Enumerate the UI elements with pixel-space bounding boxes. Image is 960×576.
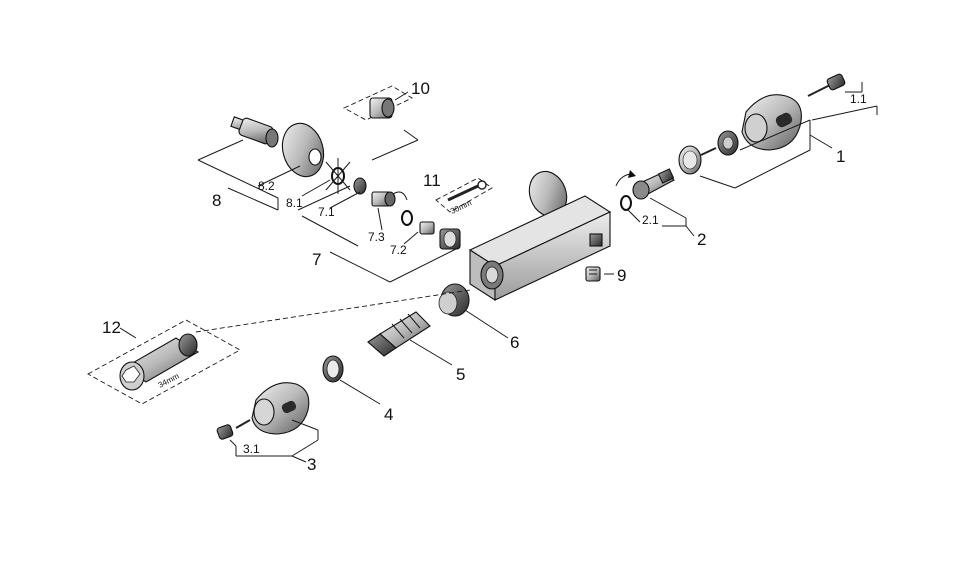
label-3-1: 3.1 [243,442,260,456]
label-2-1: 2.1 [642,213,659,227]
part-11-wrench-tool: 30mm 11 [423,171,493,216]
center-axis [195,289,471,333]
part-1-spline-adapter [717,130,739,156]
label-10: 10 [411,79,430,98]
label-7: 7 [312,250,321,269]
part-1-handle-right [741,73,846,151]
label-6: 6 [510,333,519,352]
thermostat-body [468,170,612,302]
label-8-2: 8.2 [258,179,275,193]
callouts-upper-left: 8.2 8.1 8 7.1 7.3 7.2 7 [197,129,459,283]
part-6-nut: 6 [438,283,519,352]
part-5-thermo-cartridge: 5 [367,311,465,384]
label-1-1: 1.1 [850,92,867,106]
part-7-connector-set [353,177,461,250]
label-7-3: 7.3 [368,230,385,244]
label-8: 8 [212,191,221,210]
part-8-2-s-union [230,116,279,148]
label-7-1: 7.1 [318,205,335,219]
part-1-cap-ring [678,145,717,175]
label-11: 11 [423,171,441,190]
part-4-stop-ring: 4 [322,355,393,424]
label-2: 2 [697,230,706,249]
part-2-shutoff-cartridge [615,168,675,211]
part-12-cartridge-tool: 34mm 12 [87,318,241,405]
label-9: 9 [617,266,626,285]
part-8-1-wall-flange [281,122,325,178]
part-8-washer-crossed [325,158,351,194]
label-12: 12 [102,318,121,337]
part-9-outlet-nipple: 9 [585,266,626,285]
label-1: 1 [836,147,845,166]
label-8-1: 8.1 [286,196,303,210]
part-10-union-nut: 10 [342,79,430,121]
tool-11-size: 30mm [449,198,473,216]
label-5: 5 [456,365,465,384]
callouts-right: 1.1 1 2.1 2 [627,82,878,249]
callouts-lower-left: 3.1 3 [229,419,319,474]
label-7-2: 7.2 [390,243,407,257]
part-3-handle-left [216,382,310,440]
label-3: 3 [307,455,316,474]
label-4: 4 [384,405,393,424]
